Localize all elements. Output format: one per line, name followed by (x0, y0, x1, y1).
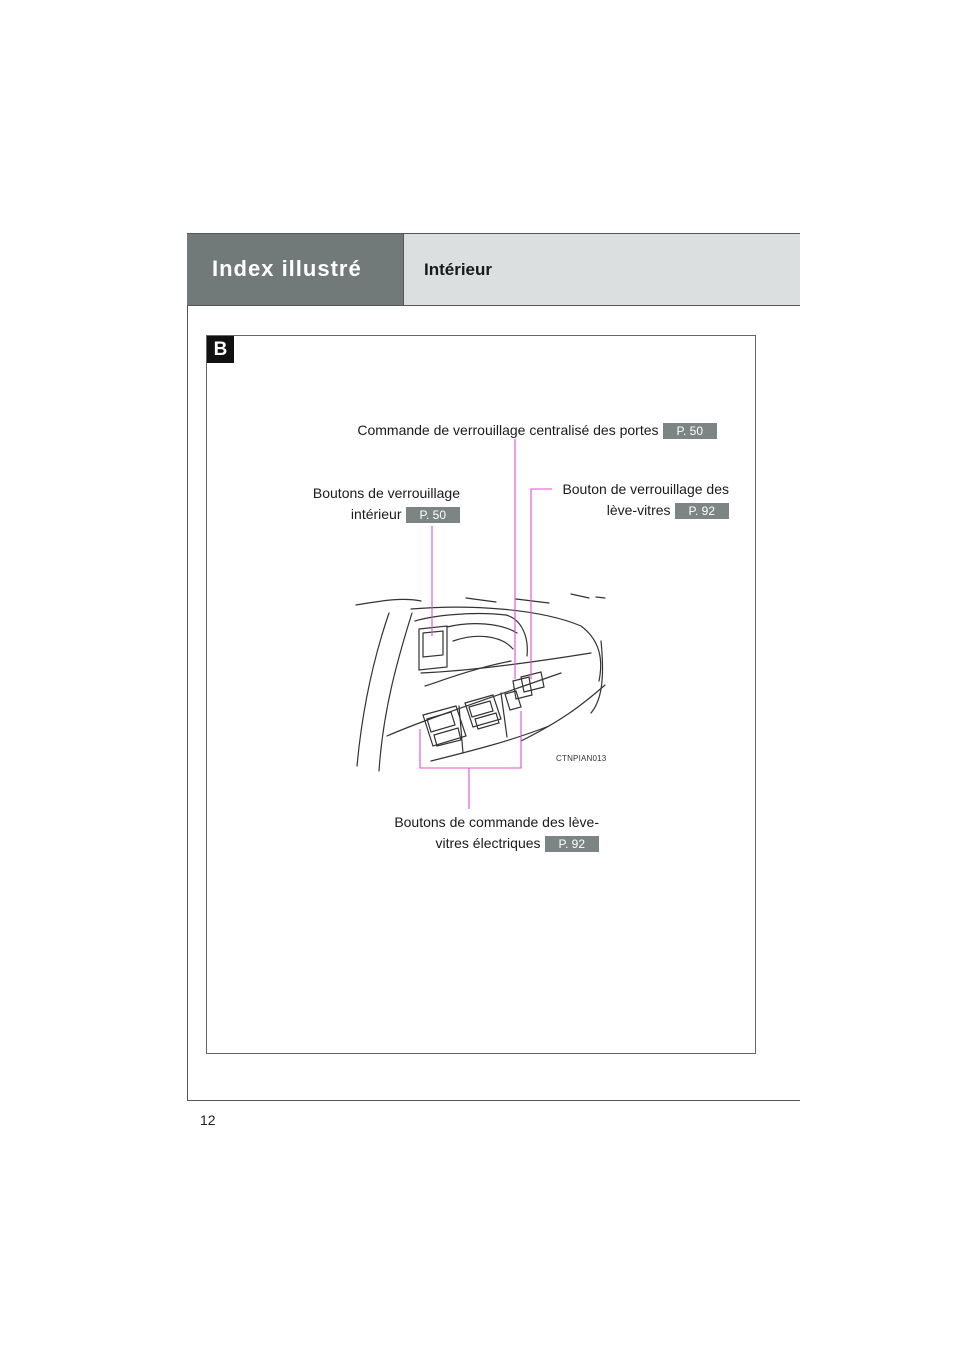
page-ref-badge[interactable]: P. 50 (405, 507, 460, 524)
illustration-panel: B (206, 335, 756, 1054)
page-number: 12 (200, 1112, 216, 1128)
door-switch-illustration (355, 439, 606, 809)
page-ref-badge[interactable]: P. 92 (674, 503, 729, 520)
image-code: CTNPIAN013 (556, 754, 607, 763)
leader-line (530, 488, 552, 679)
callout-central-door-lock: Commande de verrouillage centralisé des … (327, 420, 717, 441)
panel-badge: B (207, 336, 234, 363)
leader-line (419, 711, 522, 769)
callout-text: Bouton de verrouillage des (562, 481, 729, 497)
door-trim-line (355, 598, 422, 606)
section-title: Index illustré (187, 234, 403, 305)
callout-power-window-switches: Boutons de commande des lève- vitres éle… (347, 812, 599, 854)
page-header: Index illustré Intérieur (187, 233, 800, 306)
page-frame-left-rule (187, 233, 188, 1101)
callout-text: Boutons de verrouillage (312, 485, 460, 501)
page-ref-badge[interactable]: P. 50 (662, 423, 717, 440)
callout-text: Commande de verrouillage centralisé des … (357, 422, 659, 438)
leader-lines (419, 439, 552, 809)
page-ref-badge[interactable]: P. 92 (544, 836, 599, 853)
subsection-title: Intérieur (403, 234, 800, 305)
page-frame-bottom-rule (187, 1100, 800, 1101)
callout-text: Boutons de commande des lève- (394, 814, 599, 830)
callout-text: intérieur (350, 506, 402, 522)
callout-text: vitres électriques (435, 835, 541, 851)
callout-text: lève-vitres (606, 502, 671, 518)
